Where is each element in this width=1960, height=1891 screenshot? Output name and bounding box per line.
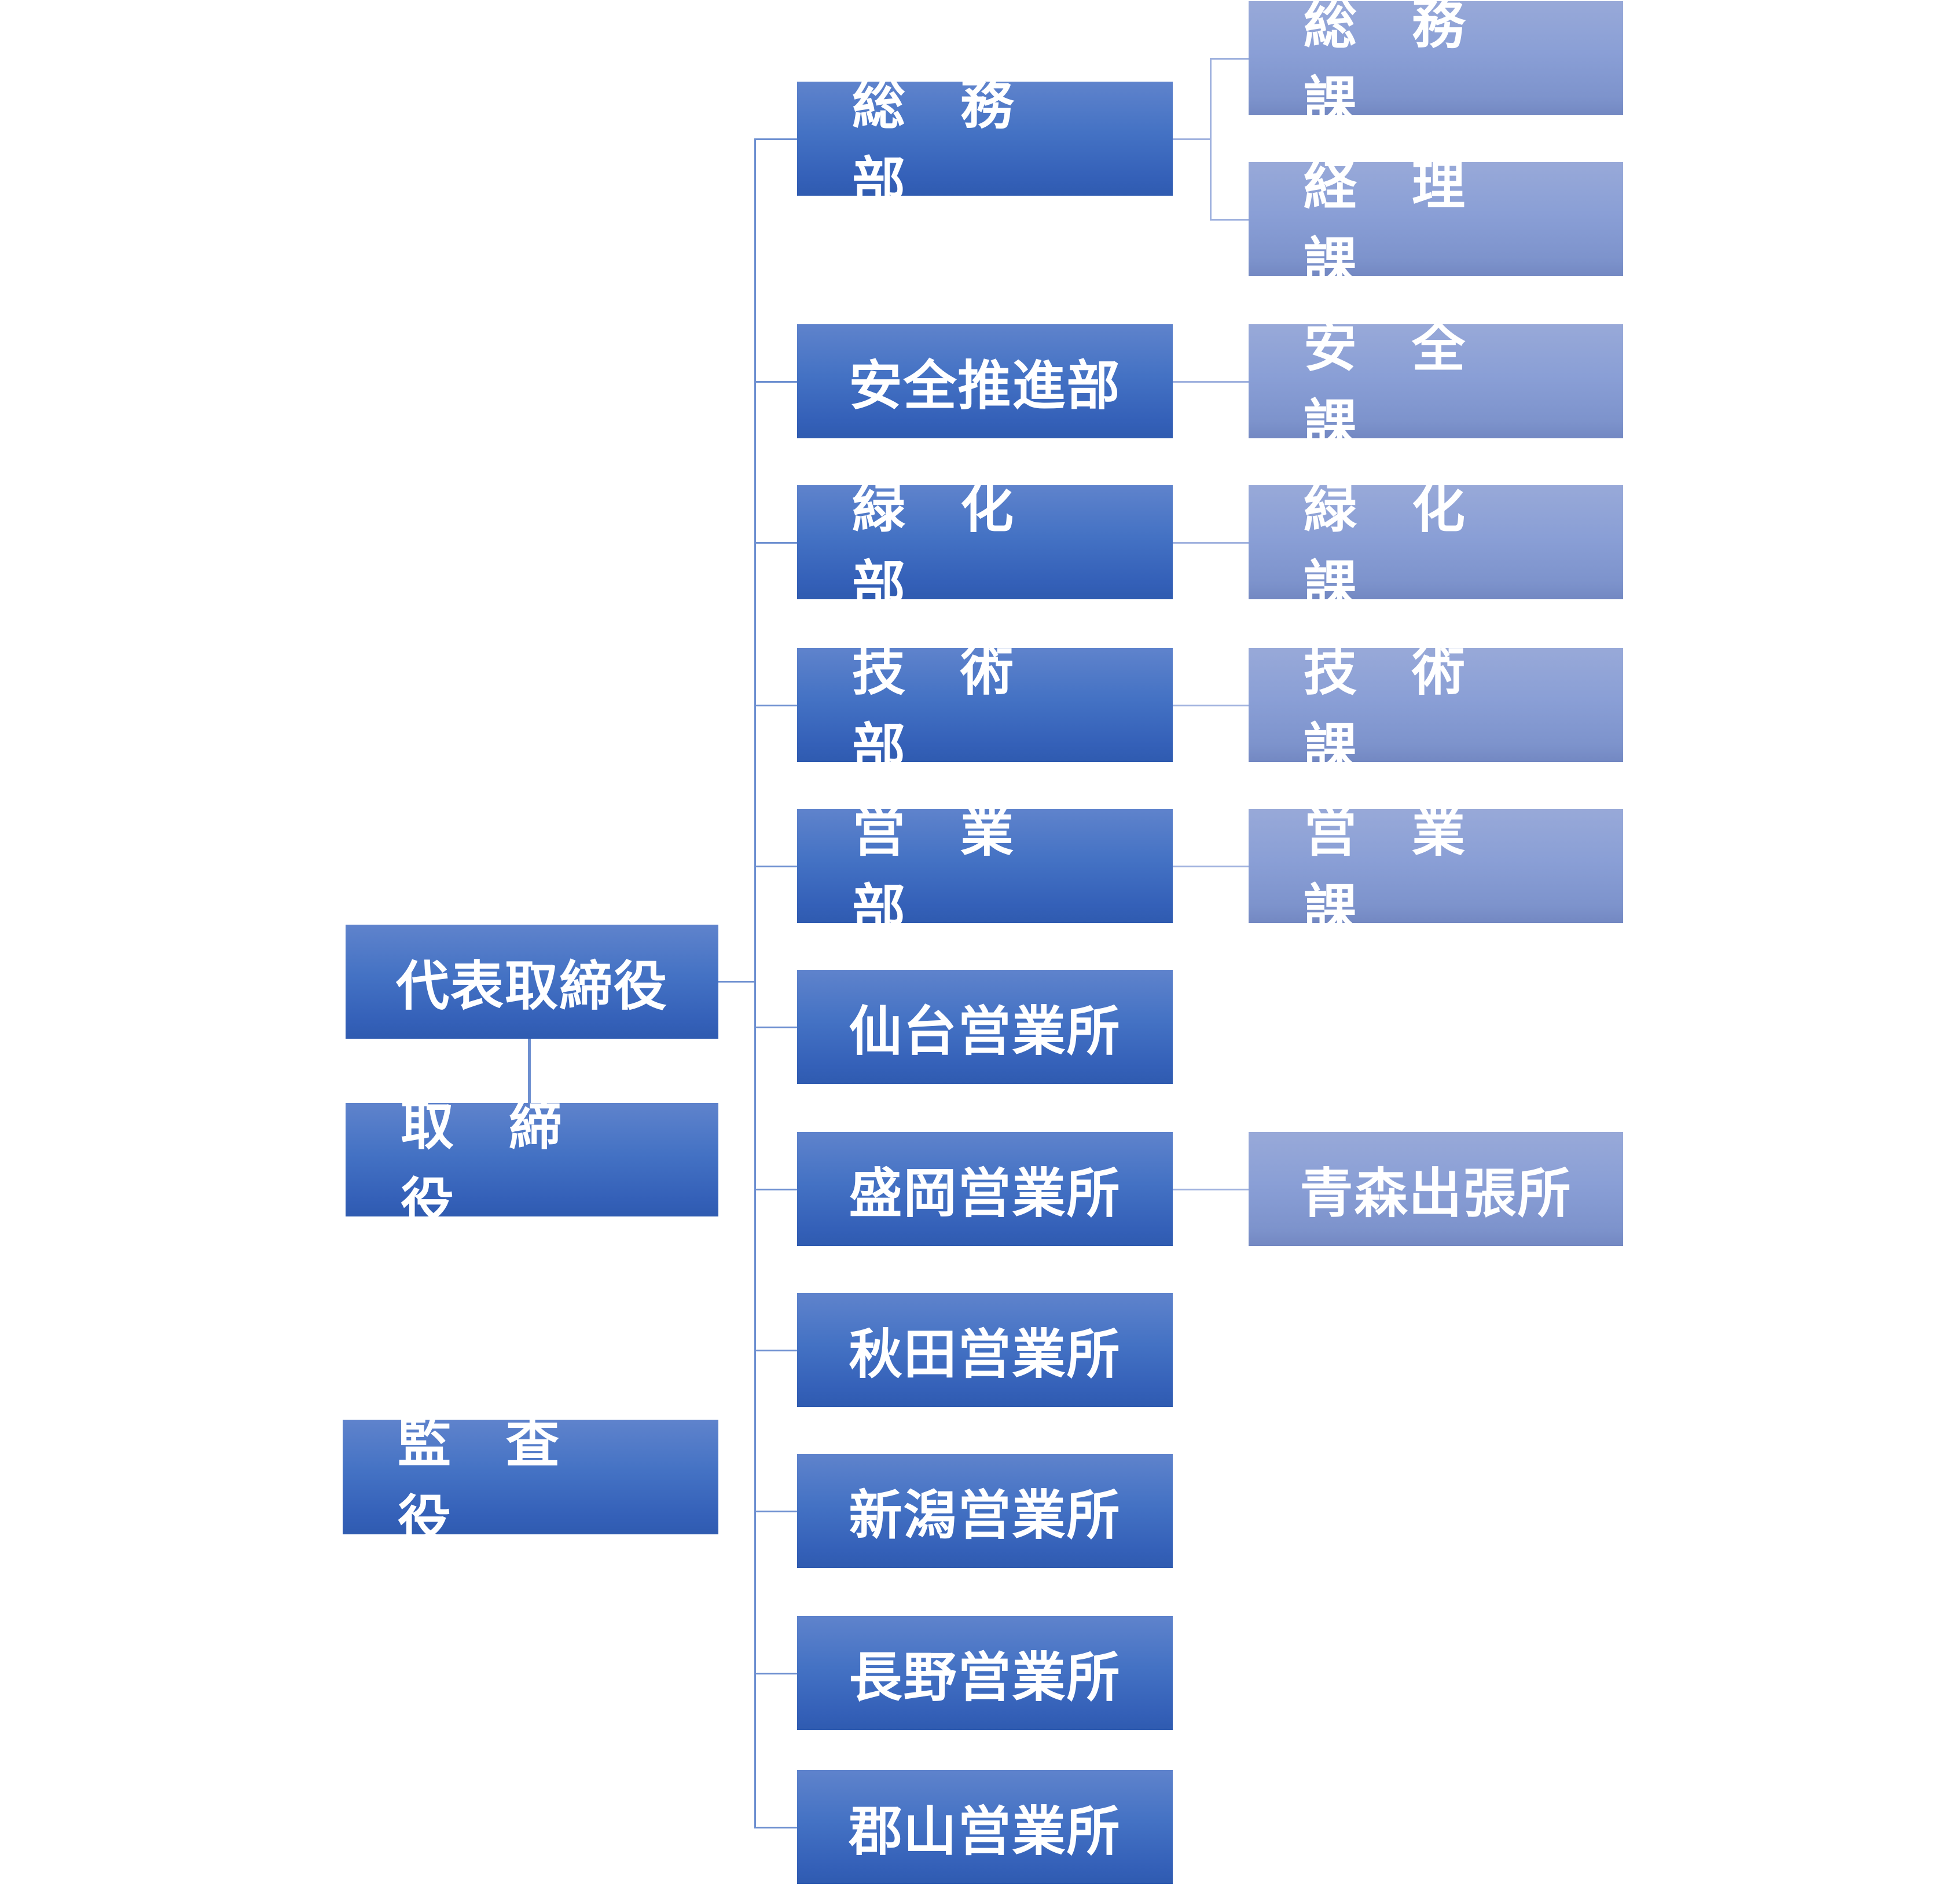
connector-dept-to-elbow [1173,138,1210,140]
connector-elbow-to-section [1210,58,1249,60]
department-box: 長野営業所 [797,1616,1173,1730]
directors-label: 取締役 [401,1095,618,1234]
department-label: 盛岡営業所 [849,1163,1121,1225]
department-box: 盛岡営業所 [797,1132,1173,1246]
auditor-box: 監査役 [343,1412,718,1551]
department-box: 技術部 [797,640,1173,779]
connector-trunk-to-dept [754,1673,797,1674]
section-label: 青森出張所 [1300,1163,1572,1225]
department-box: 緑化部 [797,478,1173,617]
department-label: 技術部 [852,640,1069,779]
department-box: 新潟営業所 [797,1454,1173,1568]
department-label: 緑化部 [852,477,1069,617]
connector-trunk-to-dept [754,1350,797,1351]
section-box: 営業課 [1249,801,1623,940]
section-label: 安全課 [1304,316,1521,456]
connector-dept-to-section [1173,542,1249,544]
auditor-label: 監査役 [398,1412,615,1551]
section-label: 営業課 [1304,801,1521,940]
connector-elbow-to-section [1210,219,1249,221]
section-box: 安全課 [1249,317,1623,456]
department-label: 安全推進部 [849,355,1121,417]
section-label: 総務課 [1304,0,1521,133]
section-label: 技術課 [1304,640,1521,779]
section-box: 総務課 [1249,0,1623,133]
department-label: 長野営業所 [849,1647,1121,1709]
department-box: 郡山営業所 [797,1770,1173,1884]
connector-dept-to-section [1173,381,1249,383]
president-label: 代表取締役 [395,955,668,1017]
department-box: 秋田営業所 [797,1293,1173,1407]
connector-trunk-to-dept [754,542,797,544]
connector-trunk-to-dept [754,1027,797,1028]
section-box: 経理課 [1249,155,1623,294]
president-box: 代表取締役 [346,925,718,1039]
connector-trunk-to-dept [754,381,797,383]
connector-trunk-to-dept [754,1189,797,1190]
department-label: 郡山営業所 [849,1801,1121,1863]
connector-trunk [754,138,756,1827]
connector-trunk-to-dept [754,1827,797,1828]
department-label: 秋田営業所 [849,1324,1121,1386]
connector-section-vertical [1210,58,1212,219]
section-label: 緑化課 [1304,477,1521,617]
connector-trunk-to-dept [754,866,797,867]
department-label: 新潟営業所 [849,1485,1121,1546]
department-box: 営業部 [797,801,1173,940]
department-box: 仙台営業所 [797,970,1173,1084]
connector-dept-to-section [1173,705,1249,706]
directors-box: 取締役 [346,1095,718,1234]
department-label: 総務部 [852,74,1069,213]
connector-trunk-to-dept [754,138,797,140]
connector-dept-to-section [1173,1189,1249,1190]
connector-trunk-to-dept [754,1511,797,1512]
department-box: 安全推進部 [797,324,1173,438]
connector-president-to-trunk [718,981,755,983]
connector-trunk-to-dept [754,705,797,706]
connector-president-to-directors [528,1039,531,1103]
department-label: 仙台営業所 [849,1001,1121,1062]
section-box: 緑化課 [1249,478,1623,617]
section-box: 青森出張所 [1249,1132,1623,1246]
department-box: 総務部 [797,74,1173,213]
connector-dept-to-section [1173,866,1249,867]
department-label: 営業部 [852,801,1069,940]
section-label: 経理課 [1304,154,1521,294]
section-box: 技術課 [1249,640,1623,779]
